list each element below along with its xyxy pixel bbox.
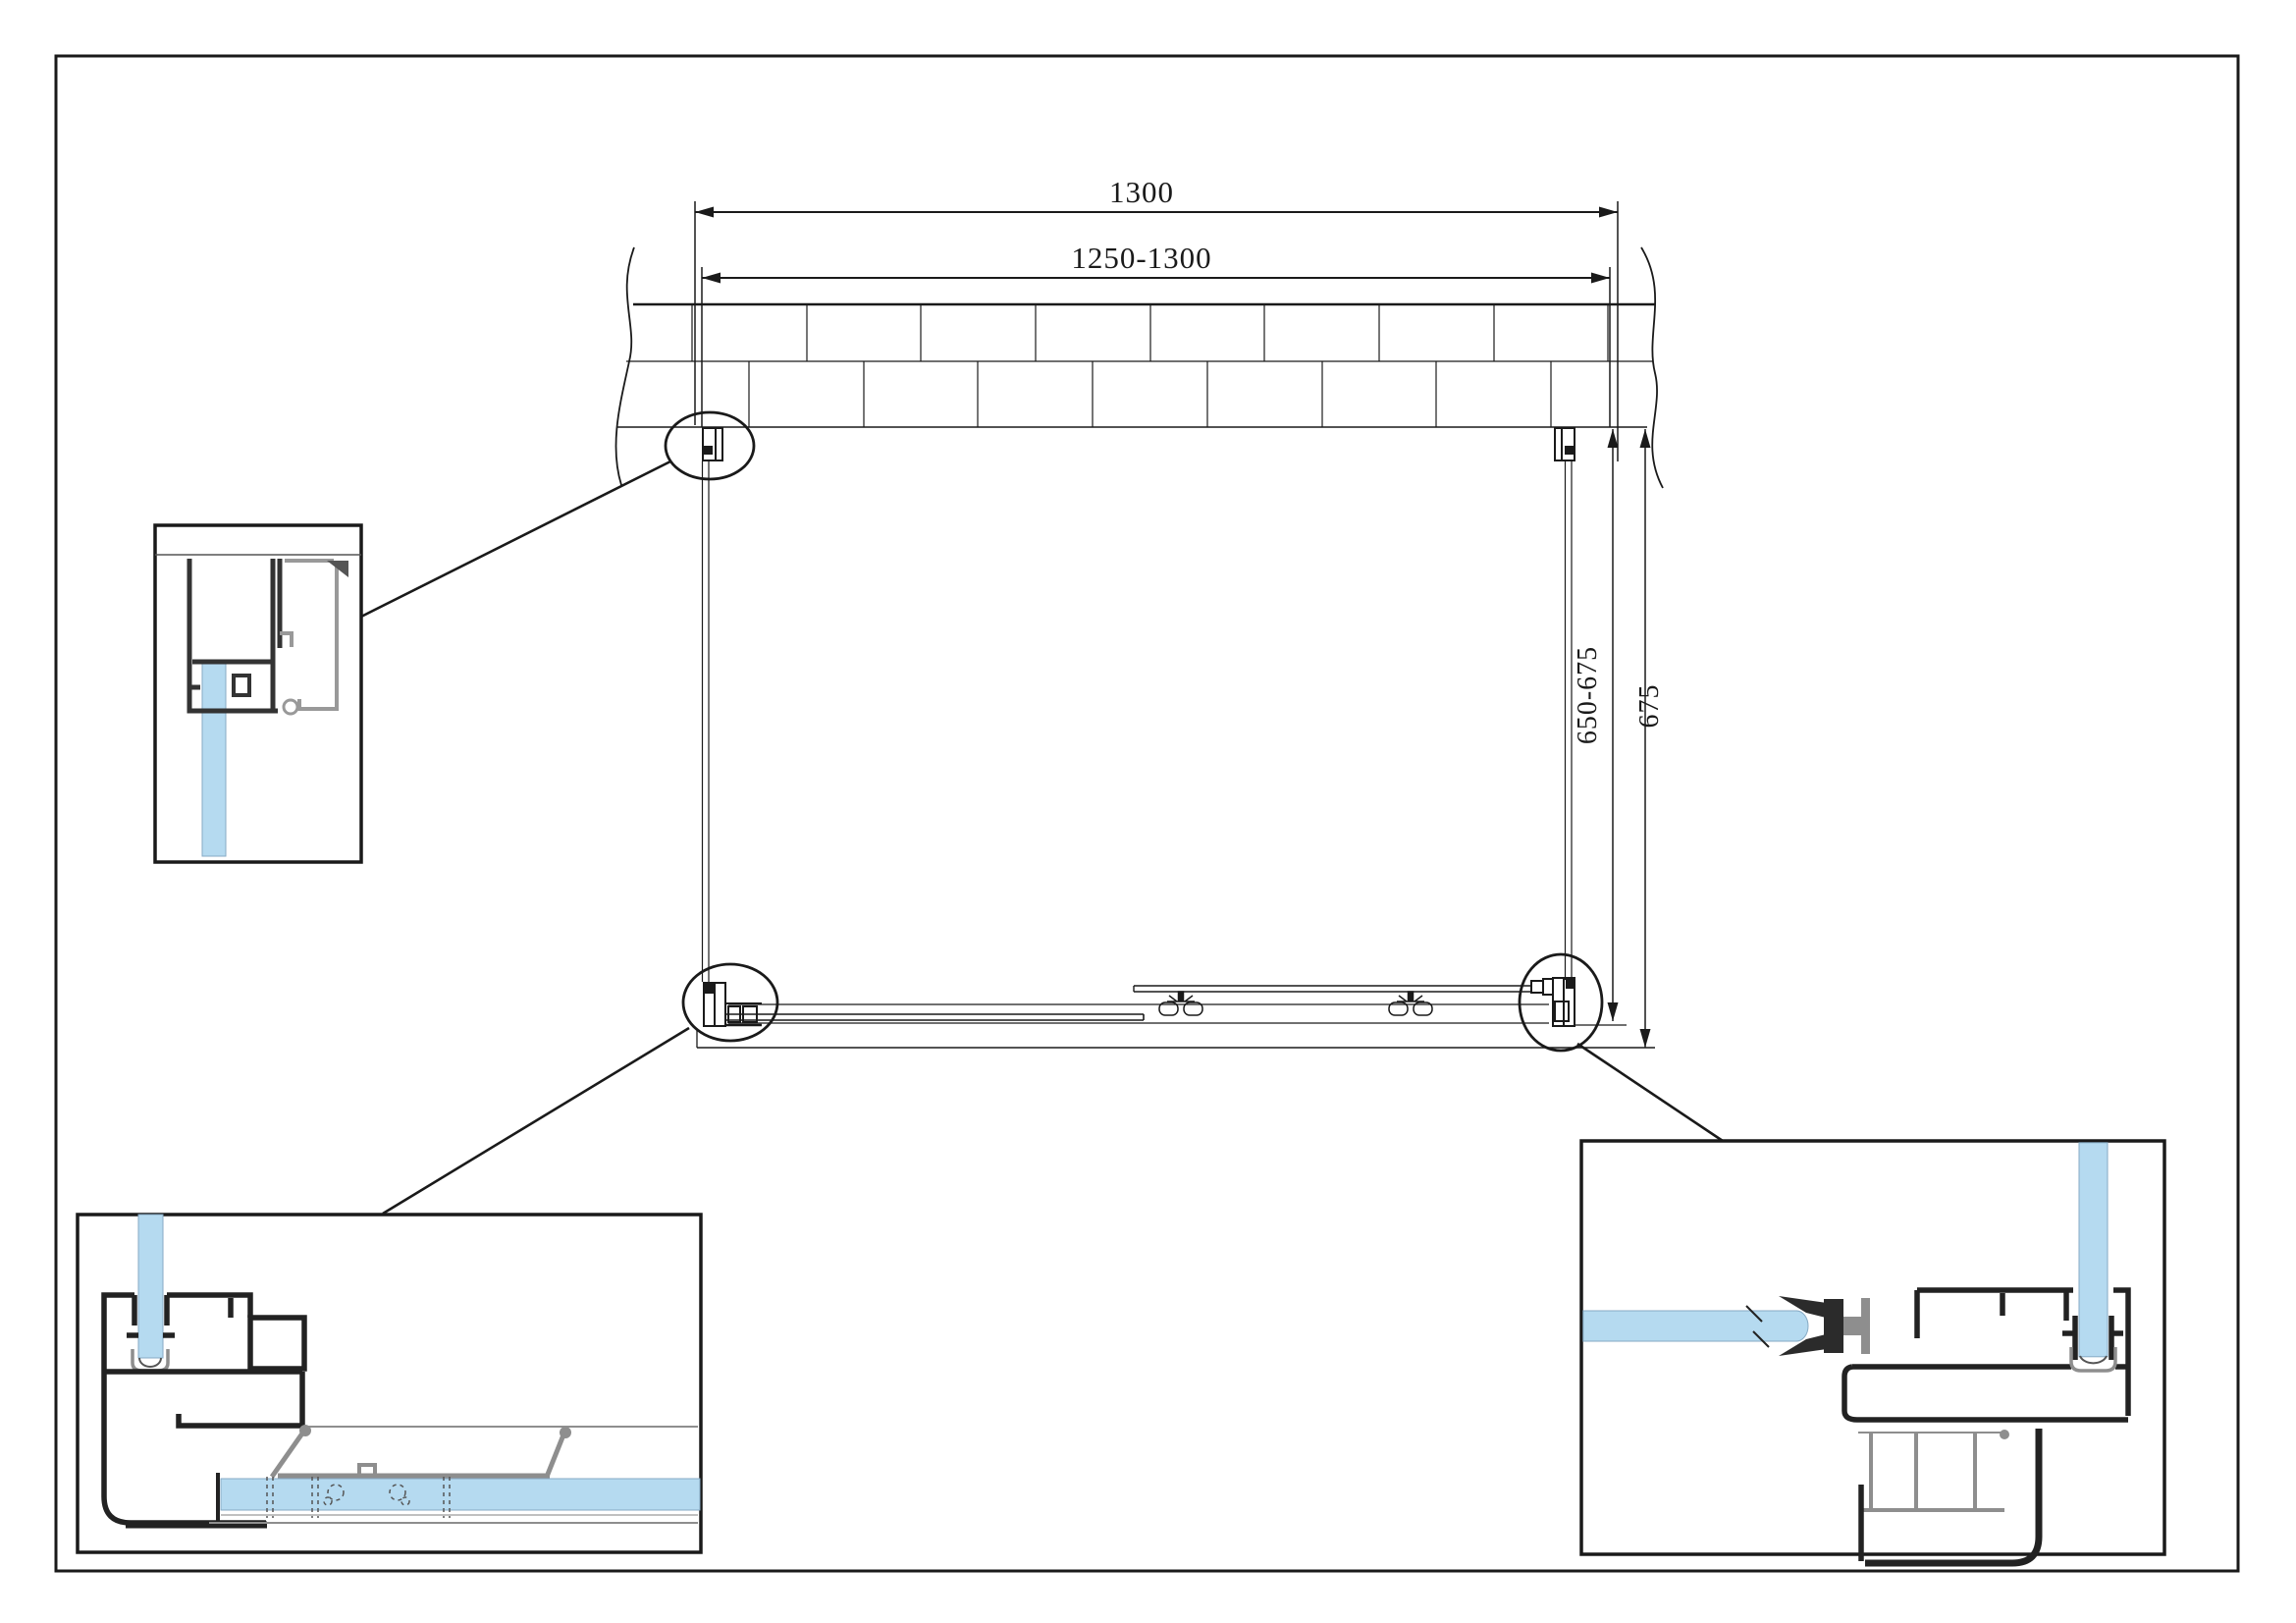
detail-circle-top-left: [664, 410, 756, 481]
dim-depth-range: [1575, 429, 1627, 1026]
wall-break-right: [1640, 246, 1664, 489]
cover-profile-wedge: [327, 561, 348, 577]
dim-label-1300: 1300: [1109, 175, 1174, 209]
wall-break-left: [614, 246, 635, 486]
rail-guide-gray: [209, 1425, 698, 1524]
glass-seal: [2069, 1347, 2117, 1373]
leader-line-bottom-right: [1576, 1042, 1724, 1143]
wall-cover-profile: [280, 559, 339, 716]
corner-profile-dark: [1842, 1287, 2131, 1423]
arrow-down-icon: [1639, 1029, 1651, 1048]
glass-side-panel-section: [2078, 1142, 2109, 1358]
dim-depth-max: [1639, 429, 1651, 1048]
detail-box-corner-joint: [1579, 1139, 2166, 1567]
corner-profile-right-plan: [1530, 977, 1575, 1027]
glass-sliding-panel-section: [1582, 1310, 1798, 1342]
glass-bottom-edge: [2079, 1355, 2108, 1365]
detail-circle-bottom-right: [1518, 952, 1604, 1053]
roller-carriage-1: [1158, 991, 1203, 1016]
hidden-fixings: [266, 1477, 451, 1518]
fixed-panel-edge: [726, 1013, 1145, 1021]
wall-profile-right: [1554, 427, 1575, 461]
bottom-rail-assembly: [696, 985, 1655, 1049]
glass-bottom-edge: [138, 1357, 162, 1368]
glass-sliding-panel-section: [220, 1478, 701, 1511]
magnet-seal-gasket: [1779, 1296, 1843, 1356]
arrow-left-icon: [702, 272, 721, 284]
corner-lower-shell: [1858, 1429, 2043, 1567]
dim-label-1250-1300: 1250-1300: [1071, 241, 1211, 275]
corner-profile-left-plan: [703, 982, 762, 1027]
plan-view: [360, 201, 1724, 1216]
wall-tiles: [614, 246, 1664, 489]
arrow-right-icon: [1591, 272, 1610, 284]
dim-width-range: [701, 267, 1611, 427]
glass-break-mark: [1752, 1330, 1770, 1348]
sliding-panel-edge: [1133, 985, 1531, 993]
leader-line-top-left: [360, 460, 671, 619]
dim-label-650-675: 650-675: [1573, 646, 1603, 744]
arrow-left-icon: [695, 206, 714, 218]
rail-profile-dark: [101, 1292, 307, 1529]
glass-side-panel-section: [201, 661, 227, 857]
leader-line-bottom-left: [382, 1026, 690, 1216]
detail-box-wall-profile: [153, 523, 363, 864]
detail-circle-bottom-left: [681, 962, 779, 1043]
glass-panel-right-plan: [1564, 461, 1573, 980]
detail-box-bottom-rail: [76, 1213, 703, 1554]
glass-fixed-panel-section: [137, 1214, 164, 1359]
dim-label-675: 675: [1634, 684, 1665, 729]
roller-carriage-2: [1388, 991, 1433, 1016]
glass-rounded-tip: [1795, 1310, 1809, 1342]
arrow-right-icon: [1599, 206, 1618, 218]
connector-tongue: [1843, 1298, 1870, 1354]
dim-width-max: [694, 201, 1619, 461]
glass-break-mark: [1745, 1305, 1763, 1323]
glass-panel-left-plan: [701, 461, 710, 982]
arrow-up-icon: [1639, 429, 1651, 448]
wall-profile-left: [702, 427, 723, 461]
arrow-up-icon: [1607, 429, 1619, 448]
arrow-down-icon: [1607, 1002, 1619, 1021]
